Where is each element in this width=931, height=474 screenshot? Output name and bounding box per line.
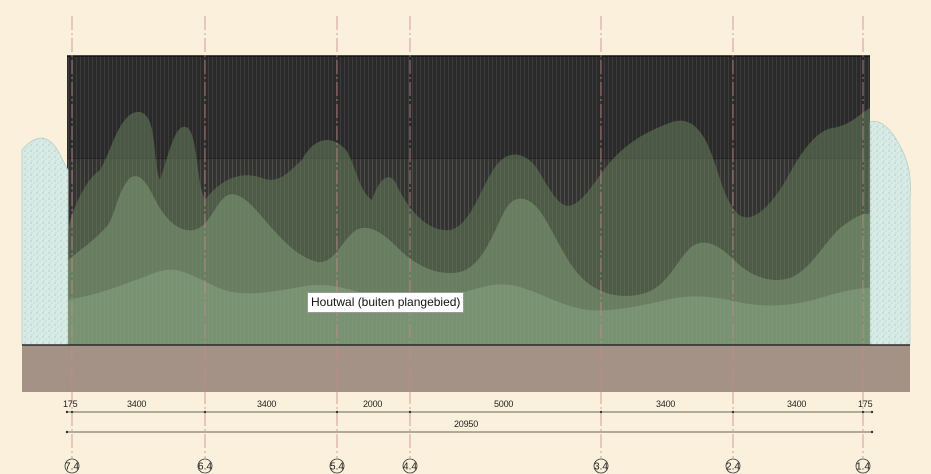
axis-label: 5.4 (330, 462, 344, 473)
right-side-shrub (869, 120, 911, 346)
axis-marker: 6.4 (197, 458, 213, 474)
dim-tick (65, 430, 69, 434)
dim-tick (408, 410, 412, 414)
dim-segment-7: 3400 (787, 399, 806, 409)
dim-tick (335, 410, 339, 414)
dim-segment-5: 5000 (494, 399, 513, 409)
dim-tick (599, 410, 603, 414)
dim-segment-6: 3400 (656, 399, 675, 409)
axis-label: 4.4 (403, 462, 417, 473)
dim-segment-3: 3400 (257, 399, 276, 409)
tree-belt-front (68, 269, 870, 345)
axis-marker: 4.4 (402, 458, 418, 474)
axis-label: 1.4 (856, 462, 870, 473)
dim-tick (861, 410, 865, 414)
dim-segment-2: 3400 (127, 399, 146, 409)
ground-band (22, 345, 910, 392)
axis-marker: 5.4 (329, 458, 345, 474)
dim-segment-4: 2000 (363, 399, 382, 409)
axis-markers: 7.4 6.4 5.4 4.4 3.4 2.4 (64, 458, 871, 474)
axis-label: 2.4 (726, 462, 740, 473)
dim-tick (203, 410, 207, 414)
axis-marker: 3.4 (593, 458, 609, 474)
dimension-chain: 175 3400 3400 2000 5000 3400 3400 175 20… (63, 399, 874, 434)
dim-ticks (65, 410, 874, 434)
dim-segment-8: 175 (858, 399, 873, 409)
dim-tick (65, 410, 69, 414)
dim-segment-1: 175 (63, 399, 78, 409)
dim-total: 20950 (454, 419, 478, 429)
dim-tick (870, 430, 874, 434)
grid-axes (71, 16, 864, 458)
dim-tick (870, 410, 874, 414)
vegetation-label: Houtwal (buiten plangebied) (307, 292, 465, 313)
axis-label: 3.4 (594, 462, 608, 473)
tree-belt-mid (68, 176, 870, 345)
left-side-shrub (21, 137, 69, 346)
roof-band (67, 56, 870, 160)
axis-label: 6.4 (198, 462, 212, 473)
axis-label: 7.4 (65, 462, 79, 473)
axis-marker: 7.4 (64, 458, 80, 474)
dim-tick (70, 410, 74, 414)
axis-marker: 1.4 (855, 458, 871, 474)
axis-marker: 2.4 (725, 458, 741, 474)
dim-tick (731, 410, 735, 414)
